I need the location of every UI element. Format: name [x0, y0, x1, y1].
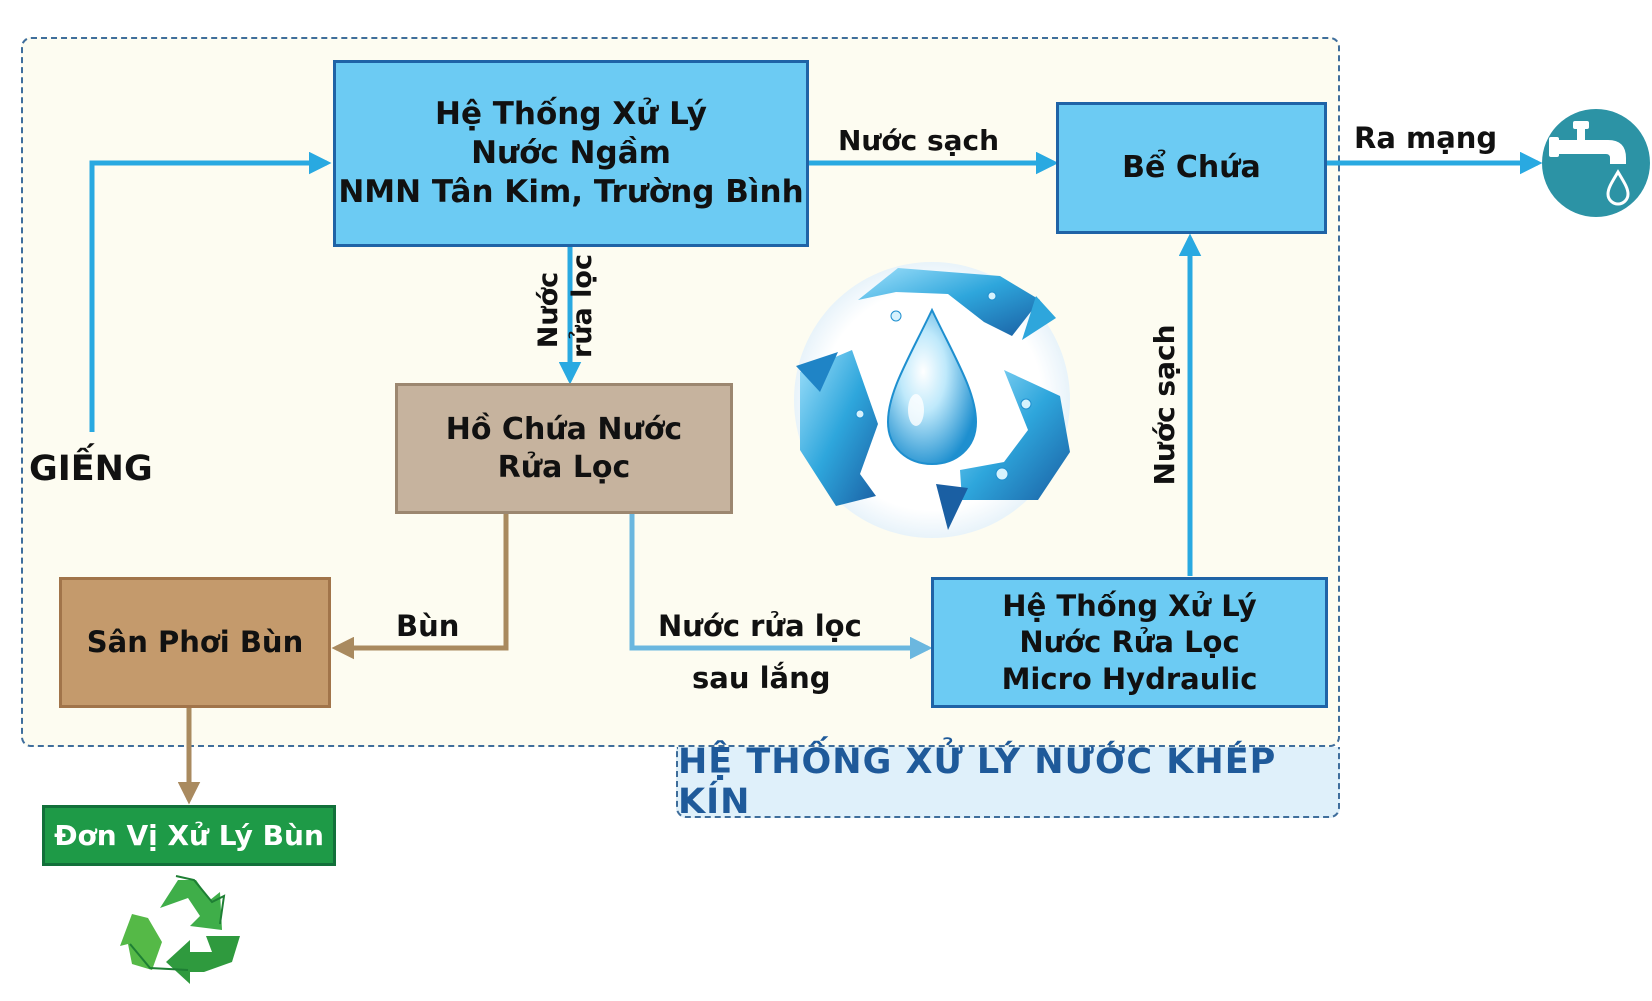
settled-backwash-label-2: sau lắng — [692, 661, 831, 695]
sludge-unit-label: Đơn Vị Xử Lý Bùn — [54, 819, 324, 852]
sludge-bed-box: Sân Phơi Bùn — [59, 577, 331, 708]
arrow-pond-to-sludge-bed — [331, 514, 509, 660]
backwash-pond-line-1: Hồ Chứa Nước — [445, 412, 683, 447]
backwash-pond-box: Hồ Chứa Nước Rửa Lọc — [395, 383, 733, 514]
sludge-bed-label: Sân Phơi Bùn — [86, 625, 304, 660]
micro-hydraulic-line-1: Hệ Thống Xử Lý — [1002, 589, 1257, 624]
treatment-system-line-1: Hệ Thống Xử Lý — [435, 96, 707, 133]
backwash-pond-line-2: Rửa Lọc — [497, 449, 631, 485]
sludge-unit-box: Đơn Vị Xử Lý Bùn — [42, 805, 336, 866]
closed-loop-legend-text: HỆ THỐNG XỬ LÝ NƯỚC KHÉP KÍN — [678, 741, 1277, 822]
micro-hydraulic-line-3: Micro Hydraulic — [1001, 661, 1258, 696]
clean-water-top-label: Nước sạch — [838, 124, 1000, 157]
treatment-system-line-2: Nước Ngầm — [471, 135, 671, 172]
storage-tank-label: Bể Chứa — [1122, 150, 1261, 186]
micro-hydraulic-box: Hệ Thống Xử Lý Nước Rửa Lọc Micro Hydrau… — [931, 577, 1328, 708]
to-network-label: Ra mạng — [1354, 121, 1498, 155]
sludge-label: Bùn — [396, 609, 460, 643]
micro-hydraulic-line-2: Nước Rửa Lọc — [1019, 625, 1240, 660]
well-label: GIẾNG — [29, 449, 153, 489]
closed-loop-legend: HỆ THỐNG XỬ LÝ NƯỚC KHÉP KÍN — [676, 742, 1340, 822]
settled-backwash-label-1: Nước rửa lọc — [658, 609, 862, 643]
storage-tank-box: Bể Chứa — [1056, 102, 1327, 234]
treatment-system-line-3: NMN Tân Kim, Trường Bình — [338, 173, 804, 210]
arrow-well-to-treatment — [89, 151, 332, 432]
treatment-system-box: Hệ Thống Xử Lý Nước Ngầm NMN Tân Kim, Tr… — [333, 60, 809, 247]
arrow-pond-to-micro — [629, 514, 933, 660]
